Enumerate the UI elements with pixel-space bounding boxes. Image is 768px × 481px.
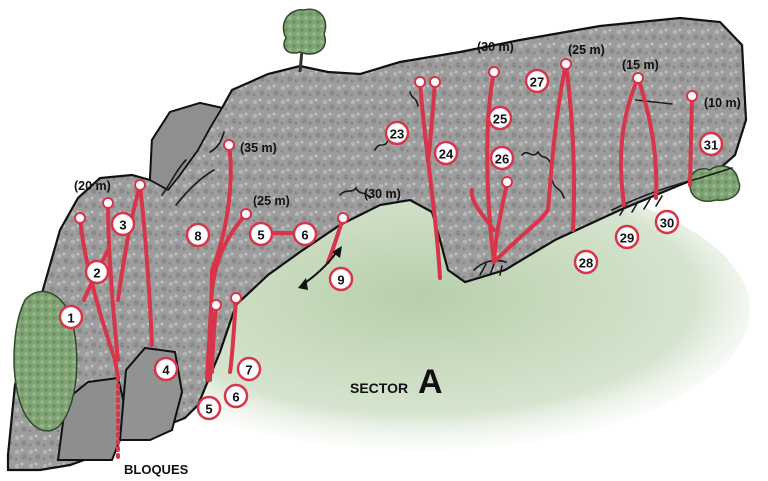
- route-badge: 26: [491, 147, 513, 169]
- svg-text:5: 5: [257, 228, 264, 243]
- tree-top: [283, 9, 325, 72]
- length-label: (25 m): [568, 43, 605, 57]
- svg-text:31: 31: [704, 138, 718, 153]
- route-badge: 25: [489, 107, 511, 129]
- svg-text:2: 2: [93, 266, 100, 281]
- route-badge: 27: [526, 70, 548, 92]
- length-label: (25 m): [253, 194, 290, 208]
- svg-text:29: 29: [620, 231, 634, 246]
- svg-text:7: 7: [245, 363, 252, 378]
- svg-text:23: 23: [390, 127, 404, 142]
- route-31-line: [690, 96, 692, 185]
- bush-right: [690, 166, 740, 201]
- route-badge: 2: [86, 261, 108, 283]
- length-label: (10 m): [704, 96, 741, 110]
- svg-text:3: 3: [119, 218, 126, 233]
- bloques-label: BLOQUES: [124, 462, 189, 477]
- length-label: (30 m): [364, 187, 401, 201]
- svg-text:1: 1: [67, 311, 74, 326]
- route-badge: 9: [330, 268, 352, 290]
- svg-text:6: 6: [232, 390, 239, 405]
- length-label: (30 m): [477, 40, 514, 54]
- length-label: (15 m): [622, 58, 659, 72]
- svg-text:9: 9: [337, 273, 344, 288]
- route-badge: 6: [294, 223, 316, 245]
- svg-text:24: 24: [439, 147, 454, 162]
- svg-text:25: 25: [493, 112, 507, 127]
- route-badge: 29: [616, 226, 638, 248]
- svg-text:6: 6: [301, 228, 308, 243]
- length-label: (35 m): [240, 141, 277, 155]
- route-badge: 31: [700, 133, 722, 155]
- svg-text:26: 26: [495, 152, 509, 167]
- svg-text:28: 28: [579, 256, 593, 271]
- svg-text:30: 30: [660, 216, 674, 231]
- route-badge: 3: [112, 213, 134, 235]
- route-badge: 1: [60, 306, 82, 328]
- route-badge: 7: [238, 358, 260, 380]
- route-badge: 8: [187, 224, 209, 246]
- route-badge: 23: [386, 122, 408, 144]
- route-badge: 5: [250, 223, 272, 245]
- svg-text:5: 5: [205, 402, 212, 417]
- route-badge: 30: [656, 211, 678, 233]
- svg-text:8: 8: [194, 229, 201, 244]
- route-badge: 4: [155, 358, 177, 380]
- svg-text:4: 4: [162, 363, 170, 378]
- route-badge: 5: [198, 397, 220, 419]
- route-badge: 28: [575, 251, 597, 273]
- length-label: (20 m): [74, 179, 111, 193]
- route-badge: 24: [435, 142, 457, 164]
- svg-text:27: 27: [530, 75, 544, 90]
- route-badge: 6: [225, 385, 247, 407]
- sector-prefix: SECTOR: [350, 380, 408, 396]
- sector-letter: A: [418, 363, 443, 401]
